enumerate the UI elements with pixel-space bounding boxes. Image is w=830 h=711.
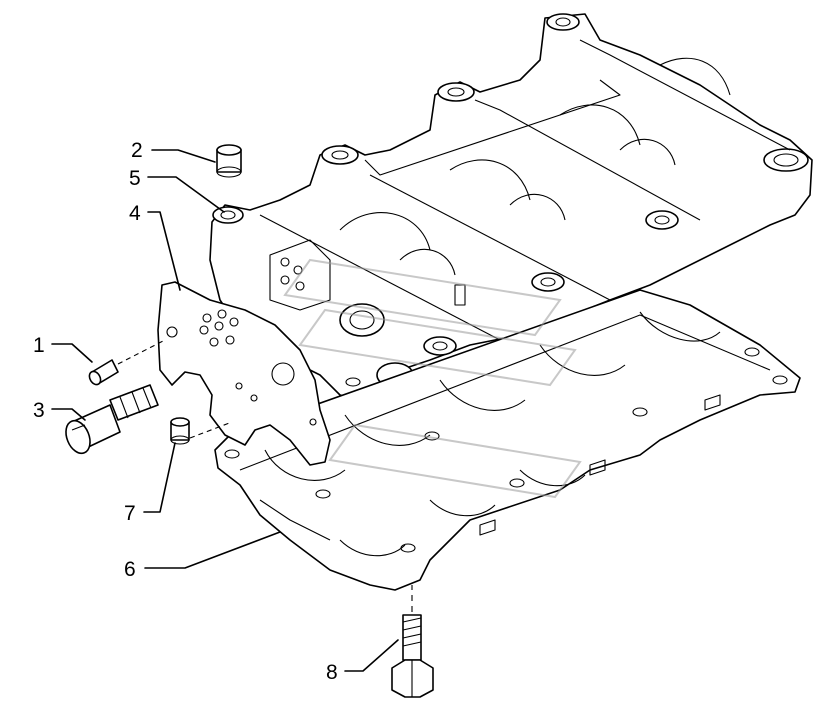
callout-4: 4: [129, 202, 141, 225]
callout-3: 3: [33, 399, 45, 422]
leader-4: [147, 211, 181, 291]
leader-6: [144, 531, 281, 569]
watermark-logo: [283, 258, 582, 499]
callout-8: 8: [326, 661, 338, 684]
threaded-plug: [65, 384, 159, 455]
callout-5: 5: [129, 167, 141, 190]
leader-5: [147, 176, 225, 213]
bushing: [170, 417, 233, 445]
upper-crankcase-block: [209, 13, 813, 401]
top-dowel: [216, 144, 242, 178]
leader-8: [344, 639, 399, 672]
cover-plate: [157, 281, 331, 466]
callout-6: 6: [124, 558, 136, 581]
callout-7: 7: [124, 502, 136, 525]
bolt: [391, 585, 434, 698]
lower-crankcase-bedplate: [214, 289, 801, 591]
leader-lines: [51, 149, 399, 672]
leader-3: [51, 408, 86, 421]
callout-2: 2: [131, 139, 143, 162]
callout-1: 1: [33, 334, 45, 357]
leader-7: [143, 442, 176, 513]
leader-2: [151, 149, 216, 163]
callout-labels: 1 2 3 4 5 6 7 8: [33, 139, 338, 684]
dowel-pin: [88, 339, 166, 386]
leader-1: [51, 343, 93, 363]
